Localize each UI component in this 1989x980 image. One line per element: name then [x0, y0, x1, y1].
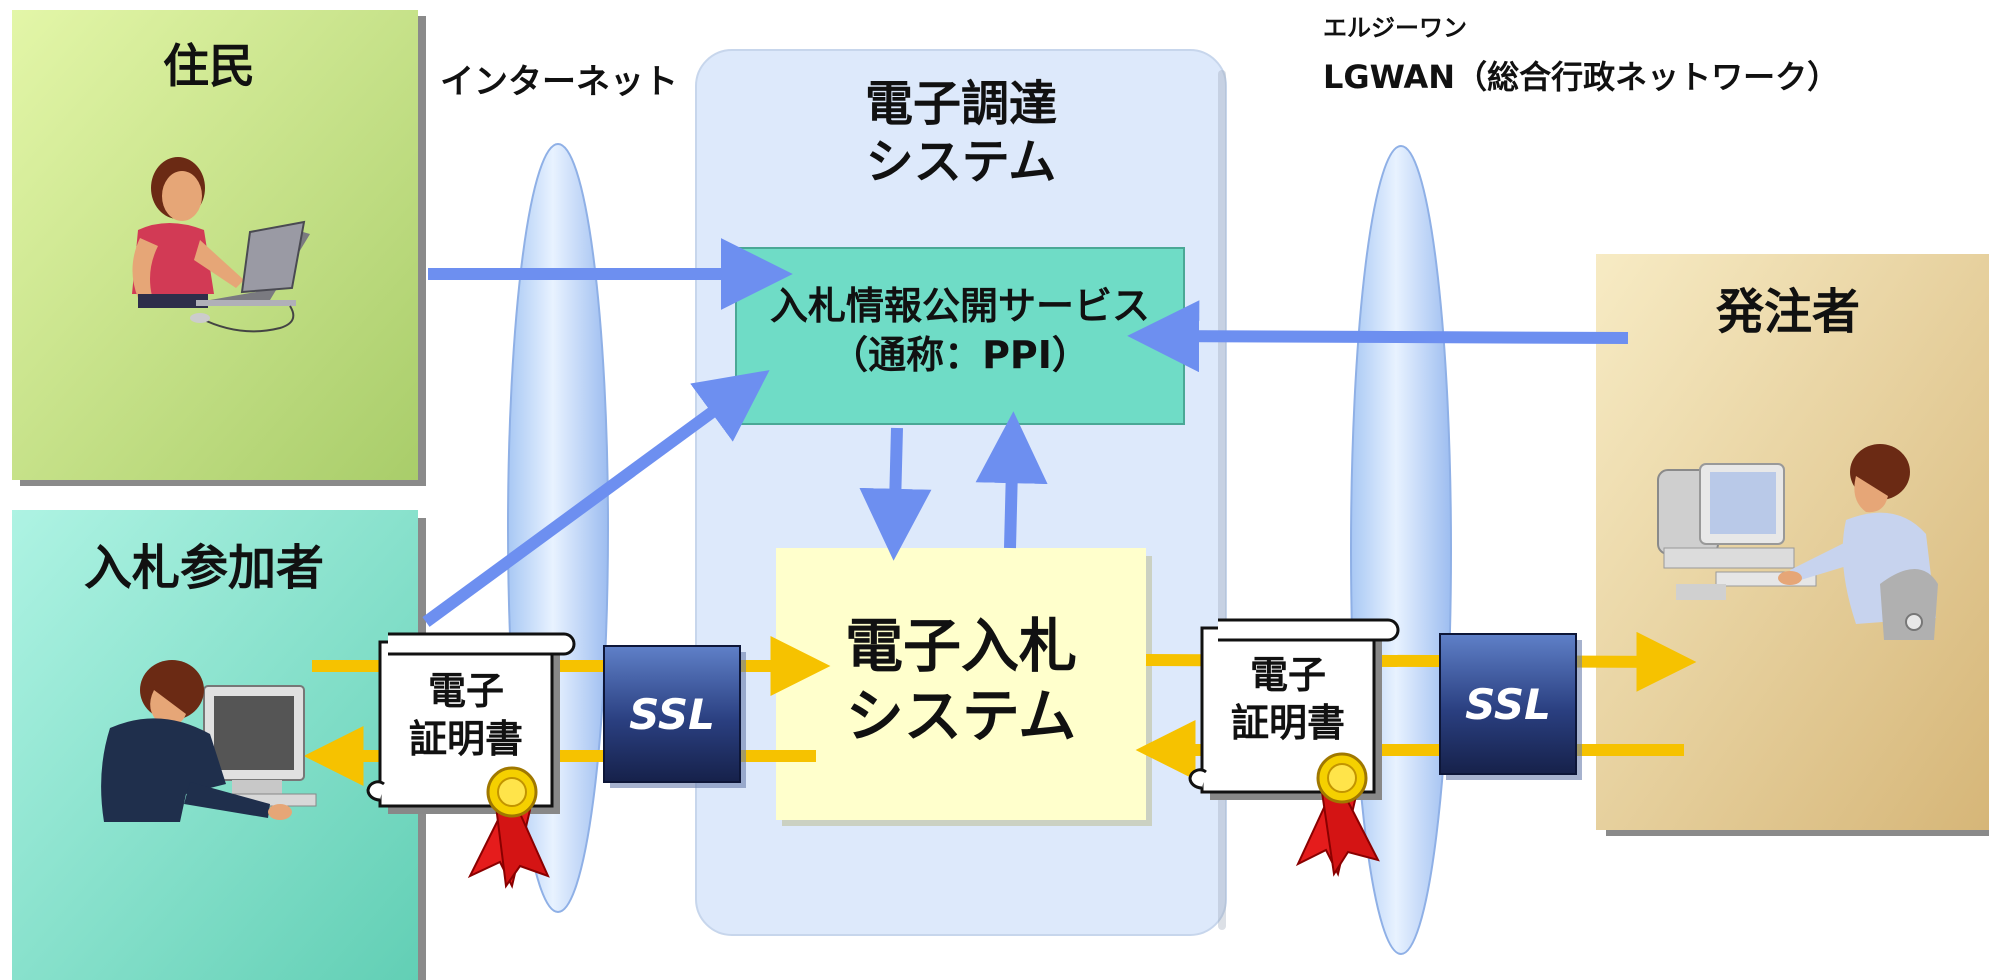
lgwan-reading-label: エルジーワン: [1323, 14, 1467, 42]
procurement-system-title: 電子調達 システム: [700, 76, 1222, 191]
ssl-block-right: [1439, 633, 1577, 775]
ppi-service-line2: （通称：PPI）: [830, 333, 1090, 378]
residents-panel: [12, 10, 418, 480]
ebidding-system-line2: システム: [845, 681, 1077, 750]
ppi-service-label: 入札情報公開サービス （通称：PPI）: [738, 282, 1182, 381]
arrow-bidders-to-ppi: [422, 370, 770, 627]
certificate-right-line1: 電子: [1249, 653, 1326, 697]
woman-laptop-icon: [132, 157, 310, 333]
ppi-service-line1: 入札情報公開サービス: [769, 284, 1150, 328]
man-desktop-icon: [1657, 444, 1938, 640]
ssl-right-label: SSL: [1465, 679, 1551, 729]
certificate-left-line2: 証明書: [408, 716, 523, 761]
certificate-right-label: 電子 証明書: [1202, 652, 1374, 747]
certificate-left-label: 電子 証明書: [380, 668, 552, 763]
procurement-system-title-line2: システム: [865, 133, 1057, 190]
ebidding-system-line1: 電子入札: [844, 612, 1077, 680]
man-computer-icon: [101, 660, 317, 822]
ppi-box: [735, 247, 1185, 425]
ordering-party-label: 発注者: [1716, 284, 1861, 340]
bidders-label: 入札参加者: [84, 540, 325, 596]
certificate-left-line1: 電子: [427, 669, 504, 713]
ssl-block-left: [603, 645, 741, 783]
internet-label: インターネット: [440, 62, 678, 102]
lgwan-label: LGWAN（総合行政ネットワーク）: [1323, 58, 1840, 96]
arrow-ebidding-to-ppi: [975, 411, 1048, 549]
ribbon-seal-icon: [467, 766, 550, 889]
arrow-ppi-to-ebidding: [859, 427, 932, 561]
ssl-left-label: SSL: [629, 689, 715, 739]
procurement-system-title-line1: 電子調達: [864, 76, 1057, 132]
residents-label: 住民: [163, 39, 255, 93]
ebidding-system-label: 電子入札 システム: [776, 612, 1146, 751]
ebidding-box: [776, 548, 1146, 820]
arrow-ordering-to-ppi: [1127, 300, 1629, 373]
certificate-right-line2: 証明書: [1230, 700, 1345, 745]
ribbon-seal-icon: [1295, 752, 1380, 877]
lgwan-lens: [1350, 145, 1452, 955]
